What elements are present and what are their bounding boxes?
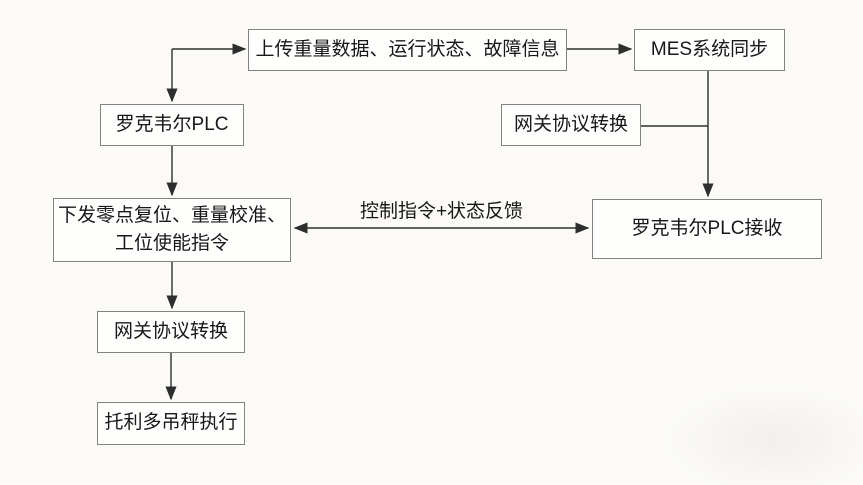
node-send-commands: 下发零点复位、重量校准、 工位使能指令	[53, 198, 291, 262]
node-gateway-protocol-left: 网关协议转换	[97, 311, 245, 353]
node-rockwell-plc-receive: 罗克韦尔PLC接收	[592, 199, 822, 259]
node-mes-sync: MES系统同步	[634, 29, 785, 71]
node-upload-data: 上传重量数据、运行状态、故障信息	[248, 29, 567, 71]
node-rockwell-plc: 罗克韦尔PLC	[100, 104, 244, 146]
node-toledo-scale: 托利多吊秤执行	[97, 402, 245, 445]
edge-label-control-feedback: 控制指令+状态反馈	[359, 201, 524, 222]
node-gateway-protocol-right: 网关协议转换	[501, 104, 641, 146]
